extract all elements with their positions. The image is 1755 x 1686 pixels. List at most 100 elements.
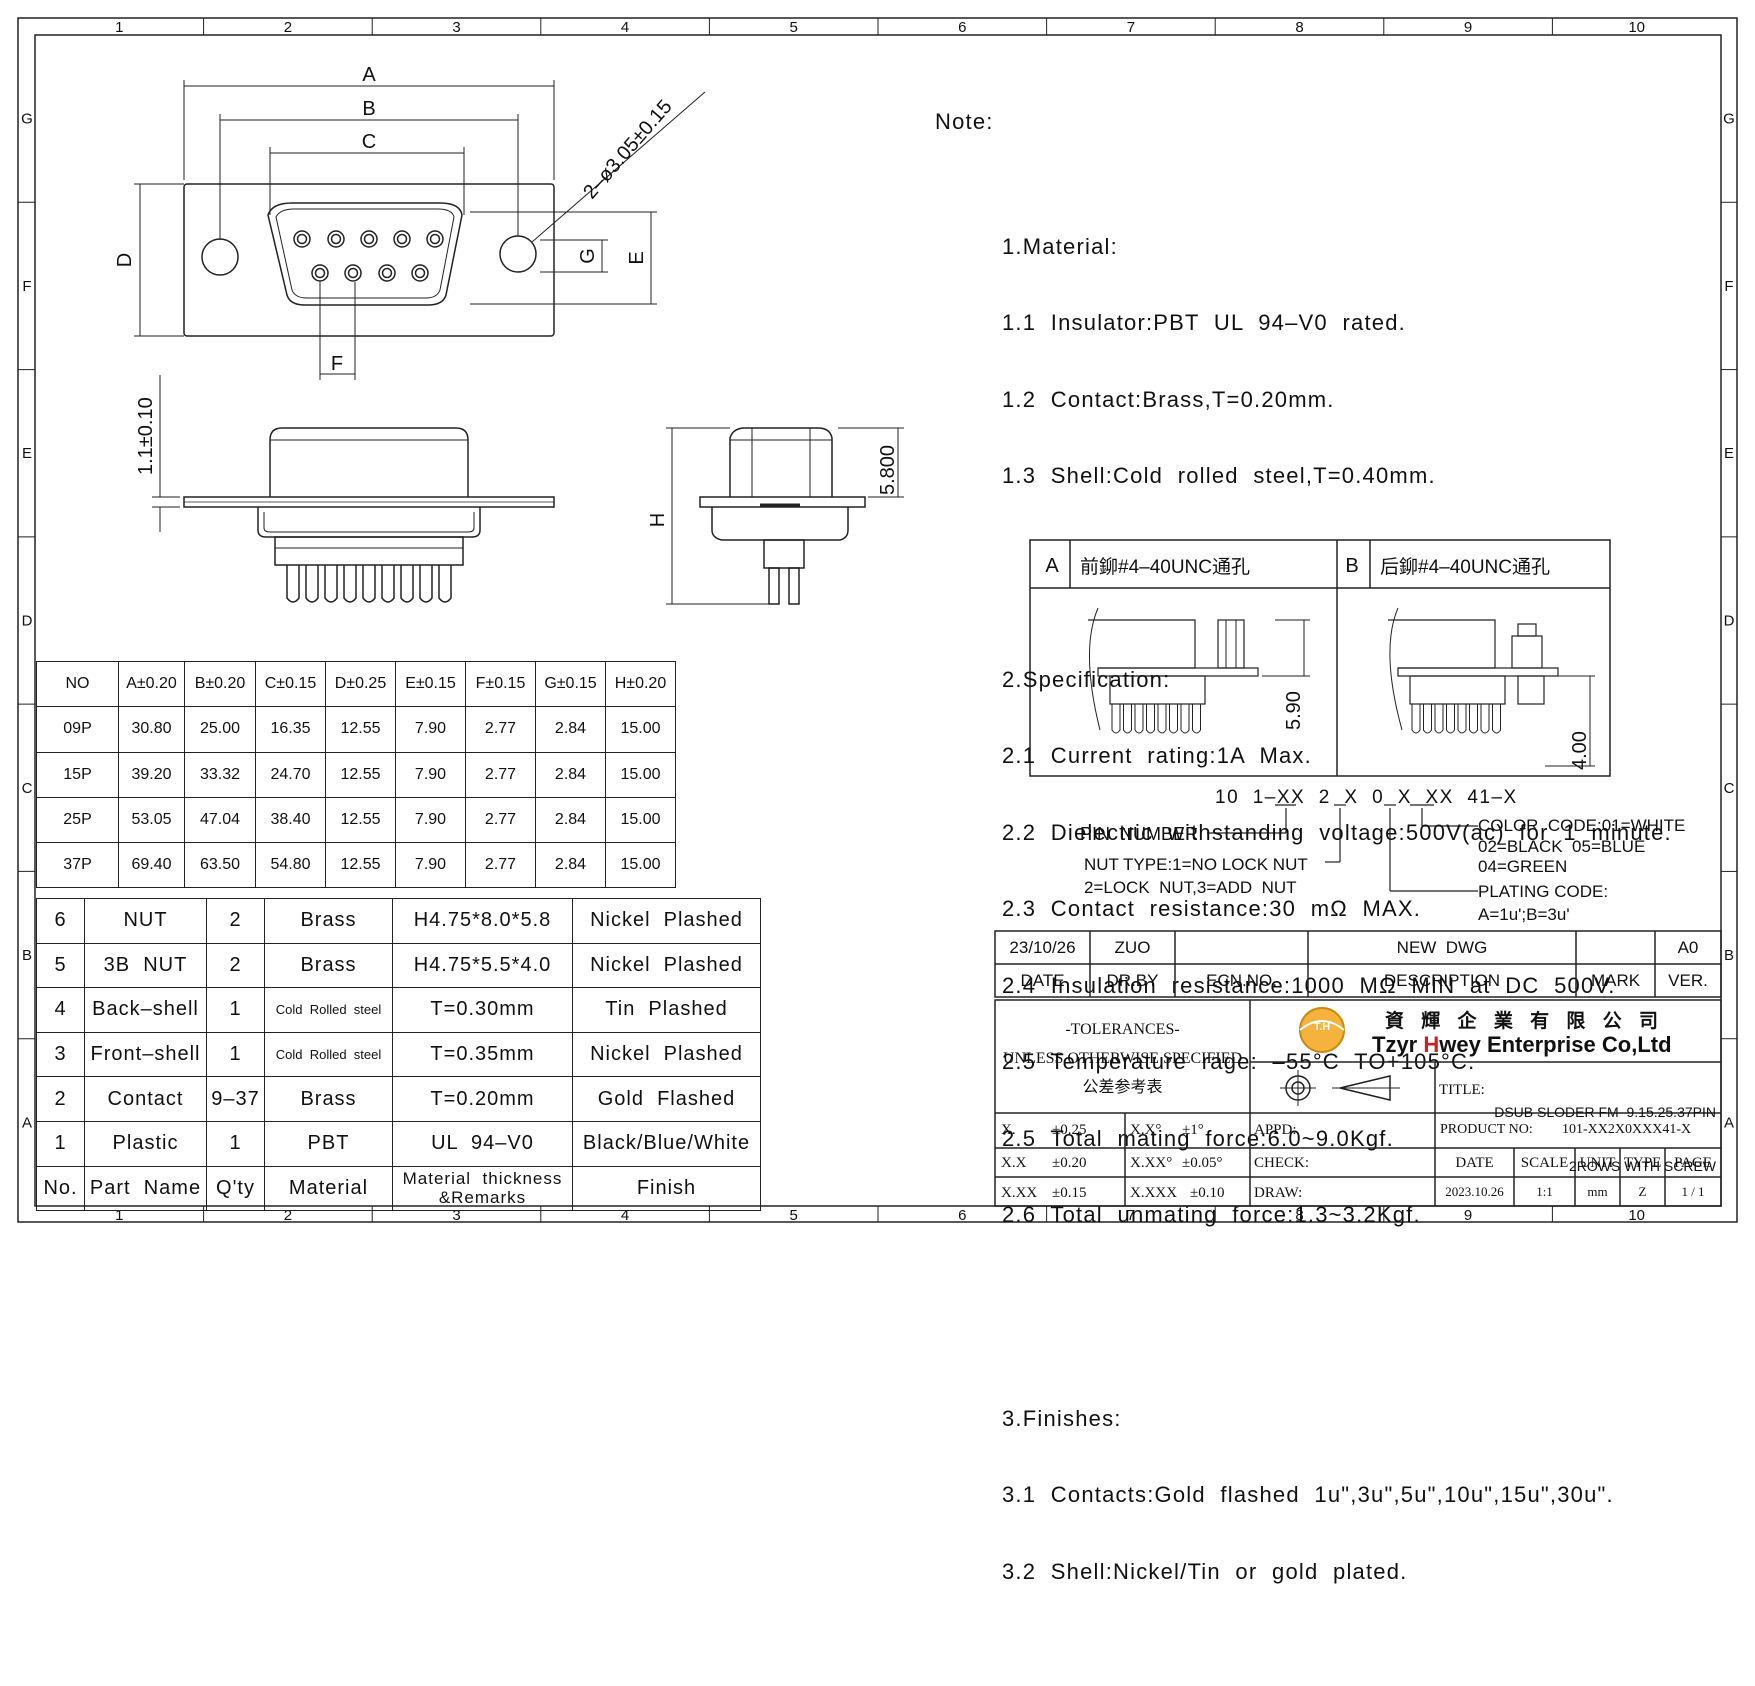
solder-tail — [1111, 704, 1121, 734]
cell: Nickel Plashed — [572, 898, 761, 944]
note-line: 1.2 Contact:Brass,T=0.20mm. — [1002, 386, 1335, 412]
zone-row-label-right: B — [1724, 947, 1734, 964]
option-b-text: 后鉚#4–40UNC通孔 — [1380, 556, 1550, 578]
solder-tail — [381, 565, 395, 603]
note-line: 2.5 Total mating force:6.0~9.0Kgf. — [1002, 1125, 1394, 1151]
remarks-header-line1: Material thickness — [402, 1169, 563, 1189]
solder-tail — [1169, 704, 1178, 734]
cell: Front–shell — [84, 1031, 207, 1078]
tol-xxx-deg-val: ±0.05° — [1182, 1155, 1223, 1171]
tol-xxxx-val: ±0.10 — [1190, 1185, 1225, 1201]
contact-hole — [411, 264, 429, 282]
zone-col-label-bottom: 1 — [115, 1207, 123, 1224]
cell: T=0.35mm — [392, 1031, 573, 1078]
solder-tail — [400, 565, 414, 603]
zone-col-label-bottom: 4 — [621, 1207, 629, 1224]
cell: H4.75*5.5*4.0 — [392, 942, 573, 989]
cell: 2 — [206, 898, 265, 944]
option-a-letter: A — [1045, 555, 1059, 577]
zone-row-label-right: A — [1724, 1114, 1734, 1131]
drawing-title: DSUB SLODER FM 9.15.25.37PIN 2ROWS WITH … — [1470, 1067, 1716, 1193]
zone-col-label-top: 8 — [1295, 19, 1303, 36]
tolerance-cn: 公差参考表 — [1082, 1079, 1163, 1096]
col-header: No. — [36, 1165, 85, 1212]
rev-date: 23/10/26 — [1009, 938, 1076, 957]
dim-e-label: E — [626, 251, 648, 264]
projection-symbol-icon — [1280, 1070, 1400, 1106]
cell: Cold Rolled steel — [264, 987, 393, 1033]
dim-a-label: A — [362, 64, 376, 86]
contact-hole — [311, 264, 329, 282]
tol-xx-val: ±0.20 — [1052, 1155, 1087, 1171]
solder-tail — [438, 565, 452, 603]
product-no: 101-XX2X0XXX41-X — [1562, 1122, 1692, 1137]
tol-x: X. — [1001, 1122, 1016, 1138]
zone-row-label-right: C — [1724, 780, 1735, 797]
h2-type: TYPE — [1623, 1155, 1662, 1171]
tol-xxx-val: ±0.15 — [1052, 1185, 1087, 1201]
contact-hole-inner — [330, 233, 342, 245]
cell: Brass — [264, 898, 393, 944]
note-line: 2.3 Contact resistance:30 mΩ MAX. — [1002, 896, 1422, 921]
option-b-dim: 4.00 — [1569, 731, 1591, 770]
rev-ver: A0 — [1677, 938, 1699, 957]
cell: 5 — [36, 942, 85, 989]
cell: 1 — [206, 987, 265, 1033]
dim-f-label: F — [331, 353, 343, 375]
solder-tail — [1446, 704, 1455, 734]
cell: 25.00 — [184, 706, 256, 753]
cell: 16.35 — [255, 706, 326, 753]
solder-tail — [1457, 704, 1467, 734]
notes-heading: Note: — [935, 109, 994, 134]
drawing-title-line1: DSUB SLODER FM 9.15.25.37PIN — [1494, 1104, 1716, 1120]
cell: 3B NUT — [84, 942, 207, 989]
cell: 30.80 — [118, 706, 185, 753]
cell: 15.00 — [605, 842, 676, 889]
contact-hole-inner — [363, 233, 375, 245]
tolerance-note: -TOLERANCES- UNLESS OTHERWISE SPECIFIED … — [995, 1015, 1250, 1102]
cell: Nickel Plashed — [572, 942, 761, 989]
v-page: 1 / 1 — [1681, 1184, 1705, 1199]
v-scale: 1:1 — [1536, 1184, 1553, 1199]
zone-col-label-bottom: 9 — [1464, 1207, 1472, 1224]
cell: 3 — [36, 1031, 85, 1078]
contact-hole — [293, 230, 311, 248]
col-header: Part Name — [84, 1165, 207, 1212]
cell: 6 — [36, 898, 85, 944]
zone-row-label-left: C — [22, 780, 33, 797]
cell: 7.90 — [395, 842, 466, 889]
col-header: NO — [36, 660, 119, 708]
h-ver: VER. — [1668, 971, 1708, 990]
side-view — [666, 427, 904, 605]
h-description: DESCRIPTION — [1383, 971, 1501, 990]
solder-tail — [1134, 704, 1144, 734]
appd-label: APPD: — [1254, 1122, 1297, 1138]
front-view — [152, 375, 555, 603]
col-header: Material — [264, 1165, 393, 1212]
nut-type-1: NUT TYPE:1=NO LOCK NUT — [1084, 855, 1308, 874]
contact-hole-inner — [396, 233, 408, 245]
col-header: Finish — [572, 1165, 761, 1212]
cell: 2.77 — [465, 751, 536, 798]
color-code-2: 02=BLACK 05=BLUE — [1478, 837, 1645, 856]
flange-thickness: 1.1±0.10 — [135, 397, 157, 475]
zone-col-label-top: 1 — [115, 19, 123, 36]
solder-tail — [1469, 704, 1478, 734]
cell: 2.77 — [465, 706, 536, 753]
cell: Brass — [264, 942, 393, 989]
cell: 12.55 — [325, 706, 396, 753]
cell: 25P — [36, 796, 119, 844]
h2-unit: UNIT — [1579, 1155, 1616, 1171]
v-date: 2023.10.26 — [1445, 1184, 1504, 1199]
tol-xx-deg: X.X° — [1130, 1122, 1162, 1138]
note-line: 2.4 Insulation resistance:1000 MΩ MIN at… — [1002, 972, 1616, 998]
zone-col-label-top: 2 — [284, 19, 292, 36]
zone-col-label-top: 9 — [1464, 19, 1472, 36]
cell: Gold Flashed — [572, 1076, 761, 1122]
dim-b-label: B — [362, 98, 375, 120]
